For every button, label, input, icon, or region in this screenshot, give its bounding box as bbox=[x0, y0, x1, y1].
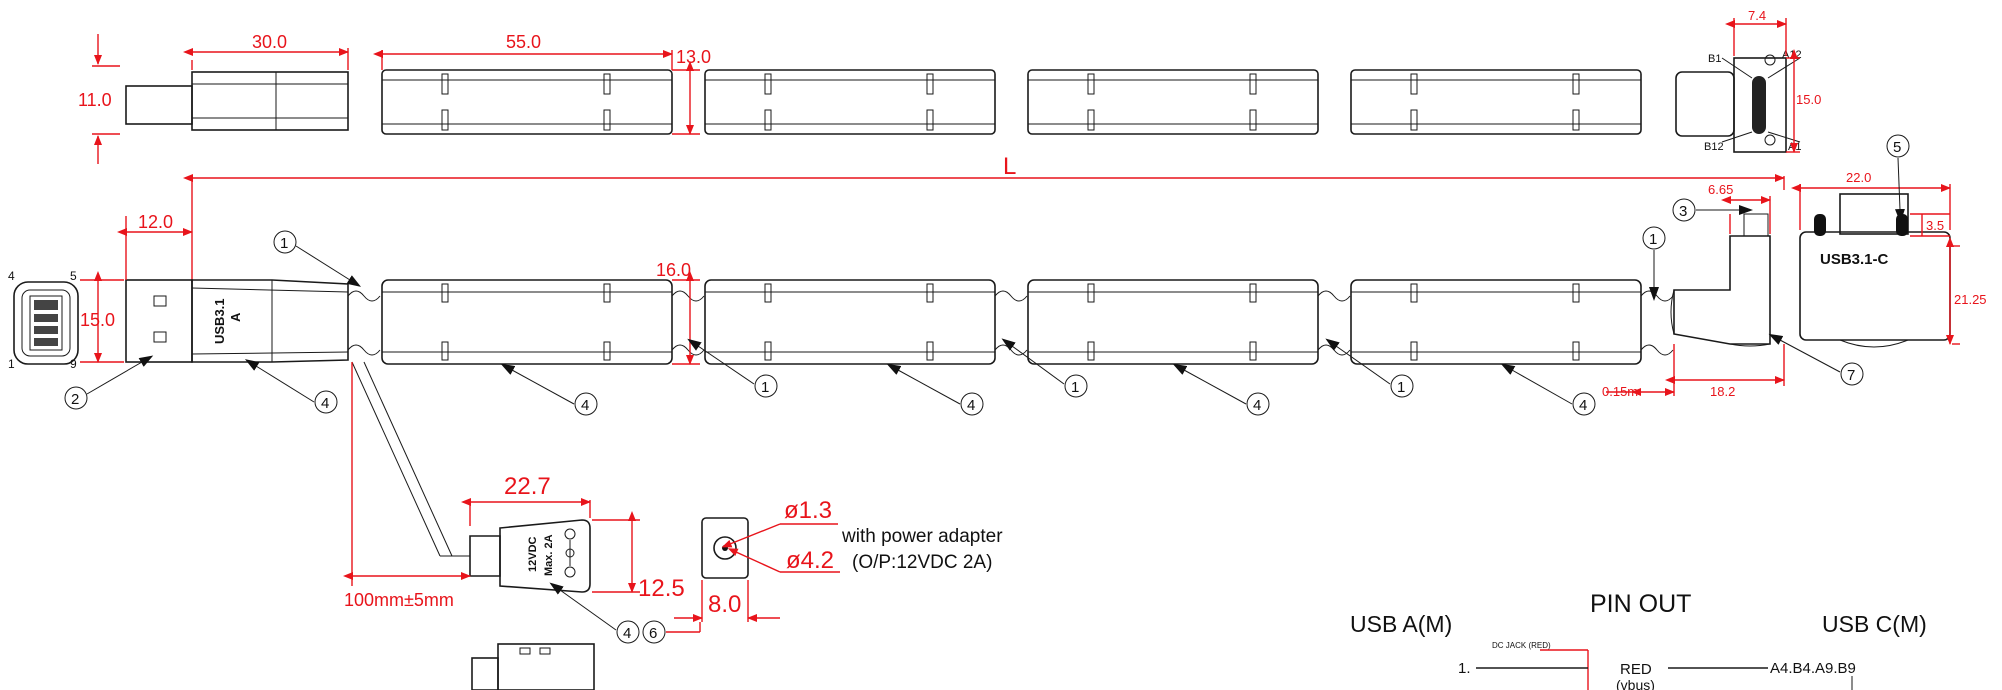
power-adapter-note-2: (O/P:12VDC 2A) bbox=[852, 552, 992, 573]
dim-55: 55.0 bbox=[506, 32, 541, 52]
usb-a-front-view: 4 5 1 9 bbox=[8, 269, 79, 371]
dim-18-2: 18.2 bbox=[1710, 384, 1735, 399]
overall-length-dimension: L bbox=[183, 153, 1785, 282]
usb-c-right-angle-plug bbox=[1670, 213, 1771, 347]
dim-22: 22.0 bbox=[1846, 170, 1871, 185]
top-ferrite-1 bbox=[381, 69, 673, 135]
wire-color: RED bbox=[1620, 661, 1652, 678]
pinout-section: PIN OUT USB A(M) USB C(M) DC JACK (RED) … bbox=[1350, 590, 1927, 690]
pinout-left-header: USB A(M) bbox=[1350, 611, 1452, 637]
dim-6-65: 6.65 bbox=[1708, 182, 1733, 197]
pinout-pins: A4.B4.A9.B9 bbox=[1770, 660, 1856, 677]
top-usb-a-plug bbox=[125, 71, 349, 131]
dc-dimensions: 100mm±5mm 22.7 12.5 8.0 ø1.3 ø4.2 bbox=[343, 362, 840, 622]
usb-a-plug-main: USB3.1 A bbox=[125, 279, 349, 363]
dim-22-7: 22.7 bbox=[504, 473, 551, 500]
callout-1-c: 1 bbox=[1071, 379, 1079, 396]
usb-a-body-label-1: USB3.1 bbox=[212, 298, 227, 344]
callout-1-d: 1 bbox=[1397, 379, 1405, 396]
dim-phi-4-2: ø4.2 bbox=[786, 547, 834, 574]
dc-adapter-plug: 12VDC Max. 2A bbox=[469, 519, 591, 593]
wire-sub: (vbus) bbox=[1616, 677, 1655, 690]
dim-phi-1-3: ø1.3 bbox=[784, 497, 832, 524]
callout-1-a: 1 bbox=[280, 235, 288, 252]
callout-7: 7 bbox=[1847, 367, 1855, 384]
pinout-row-index: 1. bbox=[1458, 660, 1471, 677]
pin-b12: B12 bbox=[1704, 141, 1724, 153]
power-adapter-note-1: with power adapter bbox=[841, 526, 1003, 547]
dim-12-5: 12.5 bbox=[638, 575, 685, 602]
dim-15: 15.0 bbox=[80, 310, 115, 330]
top-usb-c-side-view: B1 A12 B12 A1 7.4 15.0 bbox=[1675, 8, 1821, 153]
pin-a12: A12 bbox=[1782, 49, 1802, 61]
dim-13: 13.0 bbox=[676, 47, 711, 67]
usb-c-body-label: USB3.1-C bbox=[1820, 251, 1889, 268]
pin-a1: A1 bbox=[1788, 141, 1801, 153]
top-ferrite-3 bbox=[1027, 69, 1319, 135]
dim-12: 12.0 bbox=[138, 212, 173, 232]
dim-100mm: 100mm±5mm bbox=[344, 590, 454, 610]
dim-30: 30.0 bbox=[252, 32, 287, 52]
usb-a-body-label-2: A bbox=[228, 312, 243, 322]
dim-7-4: 7.4 bbox=[1748, 8, 1766, 23]
callout-1-e: 1 bbox=[1649, 231, 1657, 248]
callout-4-a: 4 bbox=[321, 395, 329, 412]
dim-L: L bbox=[1003, 153, 1016, 180]
pin-9: 9 bbox=[70, 357, 77, 371]
middle-dimensions: 12.0 15.0 16.0 6.65 22.0 3.5 21.25 18.2 … bbox=[80, 170, 1987, 399]
callout-4-c: 4 bbox=[967, 397, 975, 414]
pin-b1: B1 bbox=[1708, 53, 1721, 65]
dim-0-15m: 0.15m bbox=[1602, 384, 1638, 399]
dim-11: 11.0 bbox=[78, 90, 112, 110]
pin-5: 5 bbox=[70, 269, 77, 283]
pinout-right-header: USB C(M) bbox=[1822, 611, 1927, 637]
ferrite-1 bbox=[381, 279, 673, 365]
callout-4-b: 4 bbox=[581, 397, 589, 414]
bottom-connector-partial bbox=[471, 643, 595, 690]
dc-jack-front-view bbox=[701, 517, 749, 579]
pin-4: 4 bbox=[8, 269, 15, 283]
ferrite-4 bbox=[1350, 279, 1642, 365]
dim-8: 8.0 bbox=[708, 591, 741, 618]
cable-segments bbox=[347, 290, 1674, 356]
pin-1: 1 bbox=[8, 357, 15, 371]
adapter-label-1: 12VDC bbox=[527, 536, 539, 572]
top-ferrite-2 bbox=[704, 69, 996, 135]
dim-3-5: 3.5 bbox=[1926, 218, 1944, 233]
top-ferrite-4 bbox=[1350, 69, 1642, 135]
callout-3: 3 bbox=[1679, 203, 1687, 220]
pinout-title: PIN OUT bbox=[1590, 590, 1691, 618]
dim-21-25: 21.25 bbox=[1954, 292, 1987, 307]
dc-jack-label: DC JACK (RED) bbox=[1492, 641, 1551, 650]
dim-15-side: 15.0 bbox=[1796, 92, 1821, 107]
ferrite-3 bbox=[1027, 279, 1319, 365]
usb-c-front-view: USB3.1-C bbox=[1799, 193, 1951, 348]
callouts: 1 2 4 4 1 4 1 4 1 4 bbox=[64, 134, 1910, 644]
ferrite-2 bbox=[704, 279, 996, 365]
callout-4-f: 4 bbox=[623, 625, 631, 642]
callout-5: 5 bbox=[1893, 139, 1901, 156]
top-dimensions: 30.0 55.0 13.0 11.0 bbox=[78, 32, 711, 164]
adapter-label-2: Max. 2A bbox=[543, 534, 555, 576]
dc-branch-cable bbox=[351, 361, 470, 557]
callout-4-e: 4 bbox=[1579, 397, 1587, 414]
callout-6: 6 bbox=[649, 625, 657, 642]
dim-16: 16.0 bbox=[656, 260, 691, 280]
callout-1-b: 1 bbox=[761, 379, 769, 396]
callout-2: 2 bbox=[71, 391, 79, 408]
callout-4-d: 4 bbox=[1253, 397, 1261, 414]
